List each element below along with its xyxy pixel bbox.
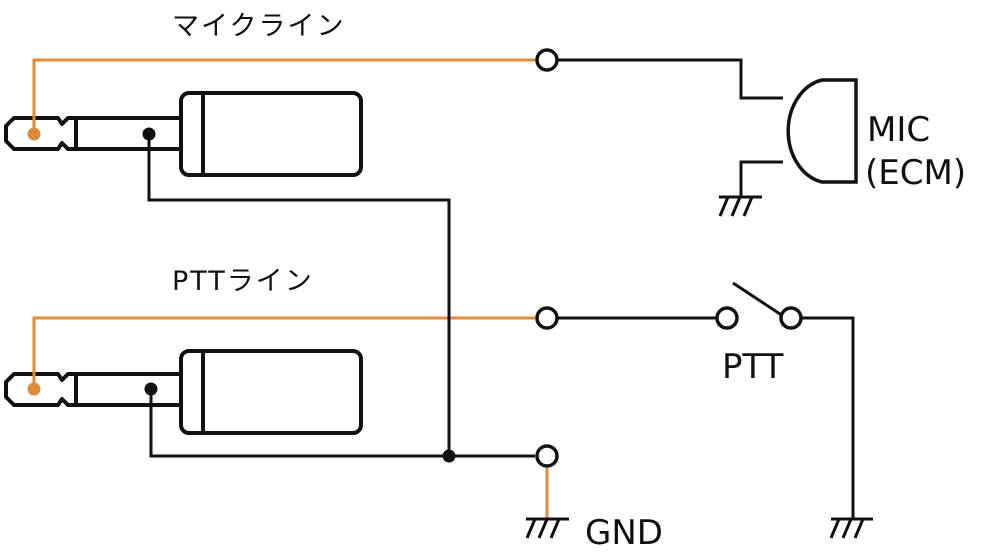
ptt-switch: [557, 281, 855, 519]
mic-line-label: マイクライン: [172, 11, 346, 42]
ptt-line-label: PTTライン: [172, 266, 314, 297]
gnd-terminal: [535, 444, 559, 468]
ground-junction-dot: [442, 449, 456, 463]
mic-ground-symbol: [718, 195, 762, 217]
gnd-ground-symbol: [525, 517, 569, 539]
mic-plug-sleeve: [74, 116, 183, 151]
ptt-plug-tip: [4, 372, 78, 407]
ptt-return-wire: [801, 316, 855, 519]
mic-terminal: [535, 48, 559, 72]
mic-plug-tip: [4, 116, 78, 151]
ptt-signal-wire: [32, 316, 535, 389]
mic-element: [557, 58, 858, 197]
mic-sleeve-ground-wire: [147, 134, 451, 456]
ptt-terminal: [535, 306, 559, 330]
gnd-label: GND: [585, 513, 663, 553]
ptt-sleeve-ground-wire: [149, 389, 535, 458]
mic-ground-wire: [739, 160, 783, 197]
ptt-switch-contact-left: [715, 306, 739, 330]
ptt-plug-body: [179, 349, 363, 435]
ptt-plug-sleeve: [74, 372, 183, 407]
ptt-plug: [4, 349, 363, 435]
ptt-ground-symbol: [829, 517, 873, 539]
mic-feed-wire: [557, 58, 783, 100]
ptt-switch-label: PTT: [722, 347, 784, 387]
mic-symbol: [786, 78, 858, 184]
mic-signal-wire: [32, 58, 535, 134]
mic-label: MIC: [867, 110, 931, 150]
ptt-switch-lever: [732, 281, 784, 318]
ecm-label: (ECM): [865, 153, 967, 193]
mic-plug: [4, 91, 363, 177]
ptt-switch-contact-right: [779, 306, 803, 330]
mic-plug-body: [179, 91, 363, 177]
